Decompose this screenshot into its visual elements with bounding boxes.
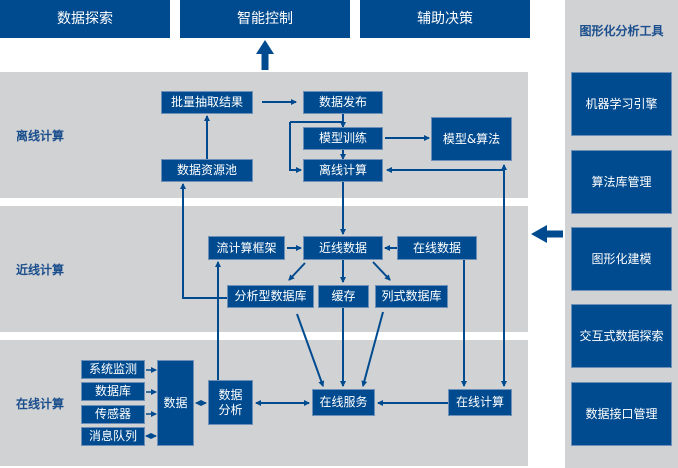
- output-intelligent-control: 智能控制: [180, 0, 350, 38]
- arrow-analytic-to-service: [296, 313, 325, 387]
- node-analytic-db: 分析型数据库: [227, 285, 314, 308]
- sidebar-item-data-interface: 数据接口管理: [571, 382, 672, 446]
- node-data-analysis-line1: 数据: [218, 387, 243, 402]
- arrow-loop-to-offline: [289, 122, 302, 173]
- sidebar-item-graphical-modeling: 图形化建模: [571, 227, 672, 291]
- node-data-pool: 数据资源池: [161, 159, 253, 182]
- node-data-publish: 数据发布: [303, 91, 383, 114]
- node-model-algorithm: 模型&算法: [431, 117, 512, 161]
- node-columnar-db: 列式数据库: [375, 285, 448, 308]
- node-data-analysis: 数据 分析: [208, 380, 253, 425]
- node-online-service: 在线服务: [312, 389, 375, 416]
- source-message-queue: 消息队列: [81, 427, 145, 446]
- sidebar-item-ml-engine: 机器学习引擎: [571, 72, 672, 136]
- node-data-analysis-line2: 分析: [218, 402, 243, 417]
- node-nearline-data: 近线数据: [303, 236, 383, 260]
- node-online-compute: 在线计算: [448, 389, 512, 416]
- nearline-layer-label: 近线计算: [16, 263, 65, 277]
- arrow-nearline-to-pool: [180, 183, 227, 299]
- sidebar-title: 图形化分析工具: [579, 24, 664, 38]
- node-cache: 缓存: [318, 285, 369, 308]
- up-arrow-head: [256, 40, 274, 54]
- sidebar-item-interactive-exploration: 交互式数据探索: [571, 304, 672, 368]
- arrow-nearline-to-analytic: [288, 262, 306, 281]
- left-arrow-head: [531, 225, 547, 243]
- arrow-nearline-to-columnar: [372, 261, 391, 281]
- source-database: 数据库: [81, 382, 145, 401]
- offline-layer-label: 离线计算: [16, 129, 65, 143]
- source-sensor: 传感器: [81, 405, 145, 424]
- arrow-columnar-to-service: [361, 311, 384, 387]
- node-model-training: 模型训练: [303, 127, 383, 150]
- output-data-exploration: 数据探索: [0, 0, 170, 38]
- node-stream-framework: 流计算框架: [208, 236, 285, 260]
- nearline-layer-panel: [0, 206, 528, 332]
- node-batch-extract: 批量抽取结果: [161, 91, 253, 114]
- node-offline-compute: 离线计算: [303, 159, 383, 182]
- sidebar-item-algorithm-library: 算法库管理: [571, 150, 672, 214]
- node-online-data: 在线数据: [397, 236, 477, 260]
- output-decision-support: 辅助决策: [360, 0, 530, 38]
- source-system-monitor: 系统监测: [81, 360, 145, 379]
- online-layer-label: 在线计算: [16, 397, 65, 411]
- node-data: 数据: [157, 360, 194, 446]
